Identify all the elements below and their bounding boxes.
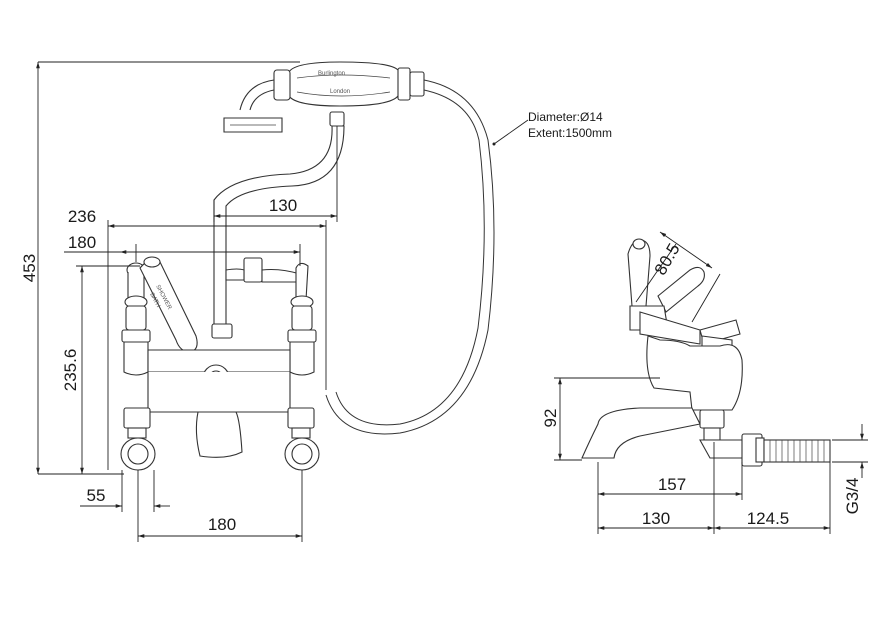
dim-spout-height: 92 <box>541 377 660 461</box>
label-spout-height: 92 <box>541 409 560 428</box>
hose-extent: Extent:1500mm <box>528 126 612 140</box>
dim-lever-spacing: 180 <box>64 233 301 266</box>
label-overall-height: 453 <box>20 254 39 282</box>
label-handset-offset: 130 <box>269 196 297 215</box>
dim-centres: 180 <box>137 470 303 542</box>
label-overall-width: 236 <box>68 207 96 226</box>
label-spout-to-wall: 130 <box>642 509 670 528</box>
label-inlet-depth: 55 <box>87 486 106 505</box>
dim-handset-offset: 130 <box>213 126 338 222</box>
left-lever <box>121 262 151 376</box>
dim-tail-length: 124.5 <box>714 462 831 534</box>
dim-spout-projection: 157 <box>597 462 743 534</box>
thread-tail <box>763 439 831 463</box>
dim-overall-height: 453 <box>20 61 300 475</box>
left-leg <box>120 407 156 471</box>
handset-brand: Burlington <box>318 71 345 77</box>
dim-overall-width: 236 <box>68 207 327 470</box>
dim-thread: G3/4 <box>832 424 868 514</box>
hose-diameter: Diameter:Ø14 <box>528 110 603 124</box>
side-view: 80.5 92 157 130 124.5 <box>541 231 868 534</box>
shower-handset: Burlington London <box>223 61 425 133</box>
label-side-lever: 80.5 <box>651 240 684 278</box>
label-spout-projection: 157 <box>658 475 686 494</box>
dim-body-height: 235.6 <box>61 265 140 475</box>
label-centres: 180 <box>208 515 236 534</box>
label-tail-length: 124.5 <box>747 509 790 528</box>
dim-spout-to-wall: 130 <box>598 442 715 534</box>
label-body-height: 235.6 <box>61 349 80 392</box>
right-leg <box>284 407 320 471</box>
hose-annotation: Diameter:Ø14 Extent:1500mm <box>492 110 612 146</box>
front-view: Burlington London <box>20 61 612 542</box>
label-thread: G3/4 <box>843 478 862 515</box>
dim-inlet-depth: 55 <box>80 470 170 512</box>
right-lever <box>287 262 317 376</box>
handset-brand-sub: London <box>330 89 350 95</box>
label-lever-spacing: 180 <box>68 233 96 252</box>
